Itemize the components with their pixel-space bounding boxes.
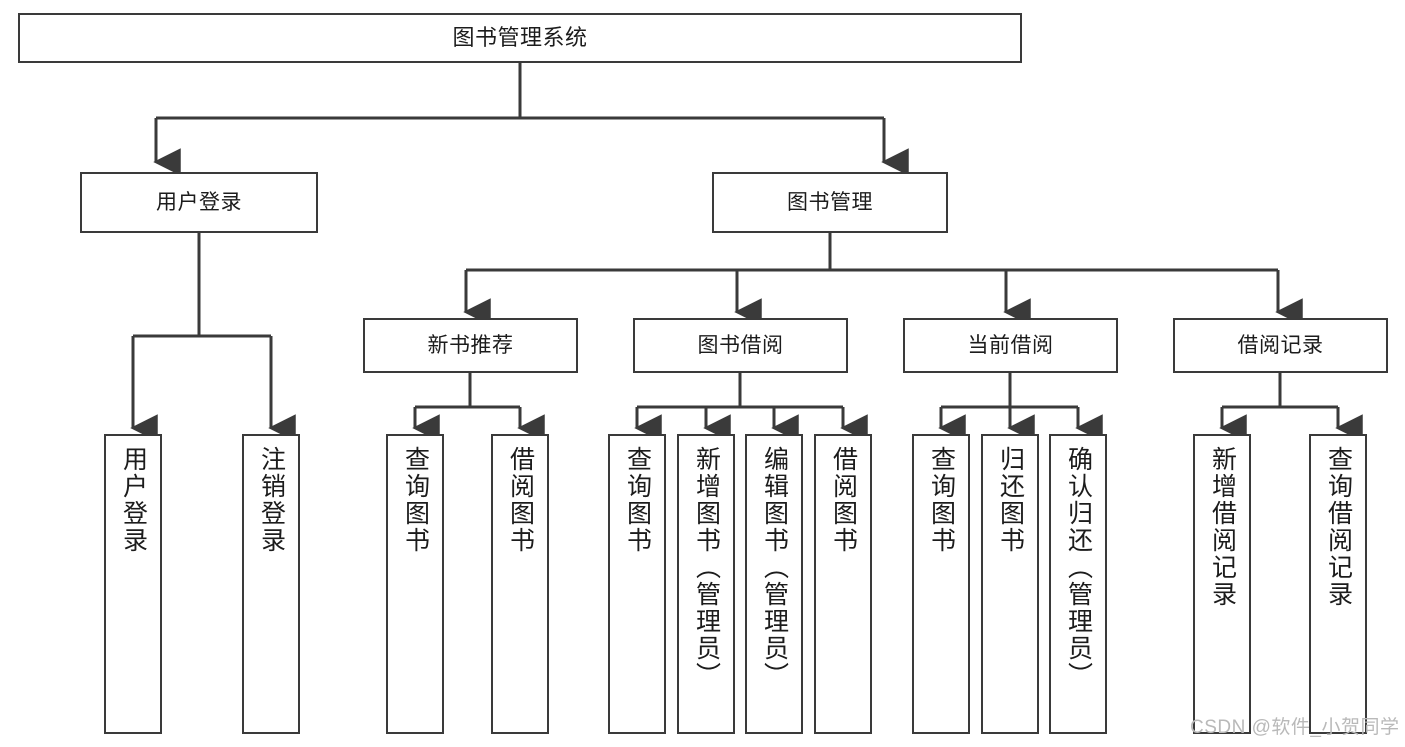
- node-user-login[interactable]: 用户登录: [80, 172, 318, 233]
- node-leaf-borrow-book-1-label: 借阅图书: [506, 446, 535, 554]
- node-book-management[interactable]: 图书管理: [712, 172, 948, 233]
- csdn-watermark: CSDN @软件_小贺同学: [1190, 717, 1400, 738]
- node-leaf-query-book-3-label: 查询图书: [927, 446, 956, 554]
- node-current-borrow-label: 当前借阅: [967, 333, 1054, 357]
- node-book-borrow[interactable]: 图书借阅: [633, 318, 848, 373]
- node-current-borrow[interactable]: 当前借阅: [903, 318, 1118, 373]
- node-leaf-edit-book-label: 编辑图书（管理员）: [760, 446, 789, 689]
- node-leaf-confirm-return[interactable]: 确认归还（管理员）: [1049, 434, 1107, 734]
- node-leaf-logout-login[interactable]: 注销登录: [242, 434, 300, 734]
- node-new-book-recommend[interactable]: 新书推荐: [363, 318, 578, 373]
- node-root-label: 图书管理系统: [452, 24, 588, 50]
- node-root[interactable]: 图书管理系统: [18, 13, 1022, 63]
- node-leaf-confirm-return-label: 确认归还（管理员）: [1064, 446, 1093, 689]
- node-leaf-query-book-2[interactable]: 查询图书: [608, 434, 666, 734]
- node-leaf-logout-login-label: 注销登录: [257, 446, 286, 554]
- node-leaf-borrow-book-2-label: 借阅图书: [829, 446, 858, 554]
- node-user-login-label: 用户登录: [156, 190, 242, 214]
- node-borrow-record-label: 借阅记录: [1237, 333, 1324, 357]
- node-leaf-add-book-label: 新增图书（管理员）: [692, 446, 721, 689]
- node-book-management-label: 图书管理: [787, 190, 873, 214]
- node-leaf-query-record[interactable]: 查询借阅记录: [1309, 434, 1367, 734]
- node-leaf-user-login-label: 用户登录: [119, 446, 148, 554]
- node-leaf-return-book[interactable]: 归还图书: [981, 434, 1039, 734]
- node-borrow-record[interactable]: 借阅记录: [1173, 318, 1388, 373]
- node-leaf-add-book[interactable]: 新增图书（管理员）: [677, 434, 735, 734]
- node-leaf-edit-book[interactable]: 编辑图书（管理员）: [745, 434, 803, 734]
- node-leaf-query-book-1[interactable]: 查询图书: [386, 434, 444, 734]
- node-leaf-borrow-book-1[interactable]: 借阅图书: [491, 434, 549, 734]
- node-leaf-query-record-label: 查询借阅记录: [1324, 446, 1353, 608]
- node-leaf-add-record[interactable]: 新增借阅记录: [1193, 434, 1251, 734]
- node-leaf-add-record-label: 新增借阅记录: [1208, 446, 1237, 608]
- node-leaf-borrow-book-2[interactable]: 借阅图书: [814, 434, 872, 734]
- node-leaf-user-login[interactable]: 用户登录: [104, 434, 162, 734]
- node-leaf-query-book-2-label: 查询图书: [623, 446, 652, 554]
- node-new-book-recommend-label: 新书推荐: [427, 333, 514, 357]
- node-leaf-query-book-1-label: 查询图书: [401, 446, 430, 554]
- node-leaf-query-book-3[interactable]: 查询图书: [912, 434, 970, 734]
- node-book-borrow-label: 图书借阅: [697, 333, 784, 357]
- node-leaf-return-book-label: 归还图书: [996, 446, 1025, 554]
